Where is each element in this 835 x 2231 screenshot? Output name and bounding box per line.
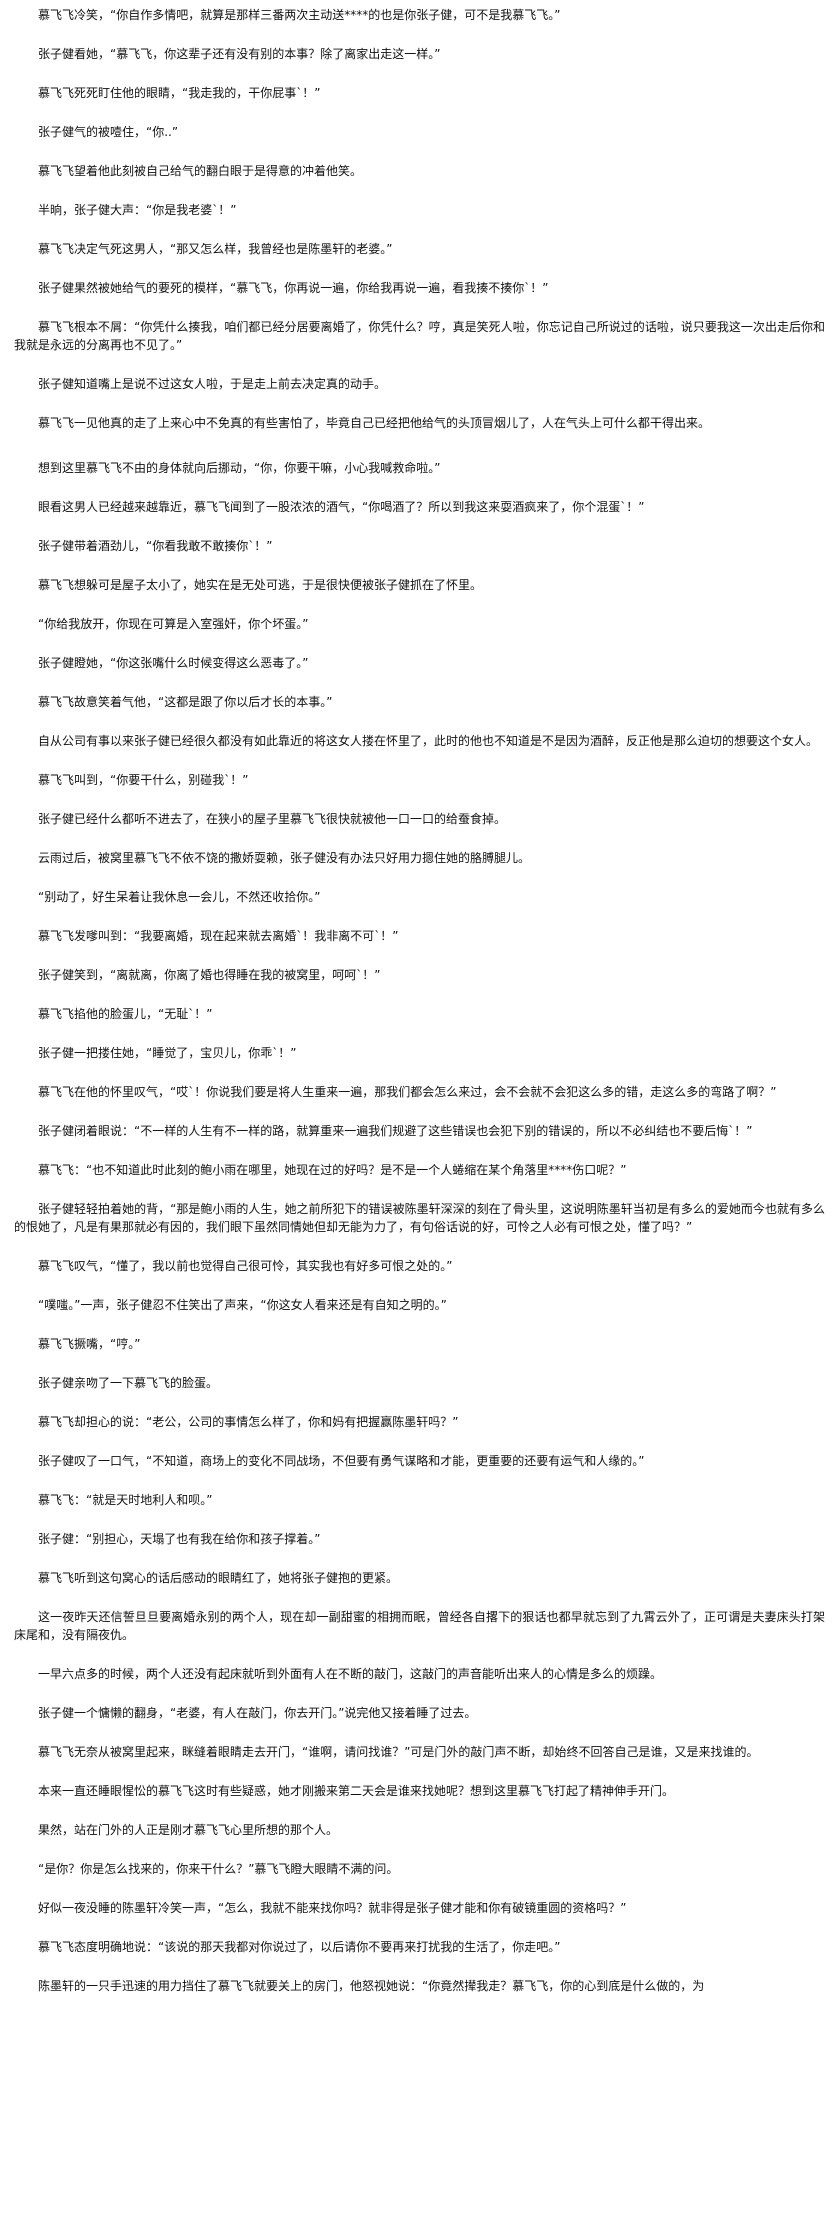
paragraph-9: 慕飞飞根本不屑：“你凭什么揍我，咱们都已经分居要离婚了，你凭什么？哼，真是笑死人… xyxy=(14,320,825,352)
paragraph-42: 一早六点多的时候，两个人还没有起床就听到外面有人在不断的敲门，这敲门的声音能听出… xyxy=(38,1667,663,1681)
paragraph-48: 好似一夜没睡的陈墨轩冷笑一声，“怎么，我就不能来找你吗？就非得是张子健才能和你有… xyxy=(38,1901,627,1915)
paragraph-33: “噗嗤。”一声，张子健忍不住笑出了声来，“你这女人看来还是有自知之明的。” xyxy=(38,1298,447,1312)
paragraph-10: 张子健知道嘴上是说不过这女人啦，于是走上前去决定真的动手。 xyxy=(38,377,387,391)
paragraph-17: 张子健瞪她，“你这张嘴什么时候变得这么恶毒了。” xyxy=(38,656,309,670)
paragraph-49: 慕飞飞态度明确地说：“该说的那天我都对你说过了，以后请你不要再来打扰我的生活了，… xyxy=(38,1940,561,1954)
paragraph-1: 慕飞飞冷笑，“你自作多情吧，就算是那样三番两次主动送****的也是你张子健，可不… xyxy=(38,8,561,22)
paragraph-2: 张子健看她，“慕飞飞，你这辈子还有没有别的本事？除了离家出走这一样。” xyxy=(38,47,441,61)
paragraph-22: 云雨过后，被窝里慕飞飞不依不饶的撒娇耍赖，张子健没有办法只好用力摁住她的胳膊腿儿… xyxy=(38,851,531,865)
paragraph-34: 慕飞飞撅嘴，“哼。” xyxy=(38,1337,141,1351)
paragraph-46: 果然，站在门外的人正是刚才慕飞飞心里所想的那个人。 xyxy=(38,1823,339,1837)
paragraph-30: 慕飞飞：“也不知道此时此刻的鲍小雨在哪里，她现在过的好吗？是不是一个人蜷缩在某个… xyxy=(38,1163,627,1177)
paragraph-43: 张子健一个慵懒的翻身，“老婆，有人在敲门，你去开门。”说完他又接着睡了过去。 xyxy=(38,1706,477,1720)
paragraph-14: 张子健带着酒劲儿，“你看我敢不敢揍你`！” xyxy=(38,539,273,553)
paragraph-13: 眼看这男人已经越来越靠近，慕飞飞闻到了一股浓浓的酒气，“你喝酒了？所以到我这来耍… xyxy=(38,500,645,514)
paragraph-32: 慕飞飞叹气，“懂了，我以前也觉得自己很可怜，其实我也有好多可恨之处的。” xyxy=(38,1259,453,1273)
paragraph-12: 想到这里慕飞飞不由的身体就向后挪动，“你，你要干嘛，小心我喊救命啦。” xyxy=(38,461,441,475)
paragraph-41: 这一夜昨天还信誓旦旦要离婚永别的两个人，现在却一副甜蜜的相拥而眠，曾经各自撂下的… xyxy=(14,1610,825,1642)
paragraph-47: “是你？你是怎么找来的，你来干什么？”慕飞飞瞪大眼睛不满的问。 xyxy=(38,1862,399,1876)
paragraph-28: 慕飞飞在他的怀里叹气，“哎`！你说我们要是将人生重来一遍，那我们都会怎么来过，会… xyxy=(38,1085,777,1099)
paragraph-44: 慕飞飞无奈从被窝里起来，眯缝着眼睛走去开门，“谁啊，请问找谁？”可是门外的敲门声… xyxy=(38,1745,759,1759)
paragraph-7: 慕飞飞决定气死这男人，“那又怎么样，我曾经也是陈墨轩的老婆。” xyxy=(38,242,393,256)
paragraph-36: 慕飞飞却担心的说：“老公，公司的事情怎么样了，你和妈有把握赢陈墨轩吗？” xyxy=(38,1415,459,1429)
paragraph-26: 慕飞飞掐他的脸蛋儿，“无耻`！” xyxy=(38,1007,213,1021)
paragraph-11: 慕飞飞一见他真的走了上来心中不免真的有些害怕了，毕竟自己已经把他给气的头顶冒烟儿… xyxy=(38,416,711,430)
paragraph-45: 本来一直还睡眼惺忪的慕飞飞这时有些疑惑，她才刚搬来第二天会是谁来找她呢？想到这里… xyxy=(38,1784,675,1798)
paragraph-3: 慕飞飞死死盯住他的眼睛，“我走我的，干你屁事`！” xyxy=(38,86,321,100)
paragraph-50: 陈墨轩的一只手迅速的用力挡住了慕飞飞就要关上的房门，他怒视她说：“你竟然撵我走？… xyxy=(38,1979,705,1993)
paragraph-16: “你给我放开，你现在可算是入室强奸，你个坏蛋。” xyxy=(38,617,309,631)
paragraph-8: 张子健果然被她给气的要死的模样，“慕飞飞，你再说一遍，你给我再说一遍，看我揍不揍… xyxy=(38,281,549,295)
paragraph-23: “别动了，好生呆着让我休息一会儿，不然还收拾你。” xyxy=(38,890,321,904)
paragraph-38: 慕飞飞：“就是天时地利人和呗。” xyxy=(38,1493,213,1507)
paragraph-39: 张子健：“别担心，天塌了也有我在给你和孩子撑着。” xyxy=(38,1532,321,1546)
paragraph-40: 慕飞飞听到这句窝心的话后感动的眼睛红了，她将张子健抱的更紧。 xyxy=(38,1571,399,1585)
paragraph-5: 慕飞飞望着他此刻被自己给气的翻白眼于是得意的冲着他笑。 xyxy=(38,164,363,178)
paragraph-31: 张子健轻轻拍着她的背，“那是鲍小雨的人生，她之前所犯下的错误被陈墨轩深深的刻在了… xyxy=(14,1202,825,1234)
paragraph-15: 慕飞飞想躲可是屋子太小了，她实在是无处可逃，于是很快便被张子健抓在了怀里。 xyxy=(38,578,483,592)
paragraph-20: 慕飞飞叫到，“你要干什么，别碰我`！” xyxy=(38,773,249,787)
paragraph-27: 张子健一把搂住她，“睡觉了，宝贝儿，你乖`！” xyxy=(38,1046,297,1060)
paragraph-25: 张子健笑到，“离就离，你离了婚也得睡在我的被窝里，呵呵`！” xyxy=(38,968,381,982)
paragraph-37: 张子健叹了一口气，“不知道，商场上的变化不同战场，不但要有勇气谋略和才能，更重要… xyxy=(38,1454,645,1468)
paragraph-4: 张子健气的被噎住，“你..” xyxy=(38,125,179,139)
paragraph-18: 慕飞飞故意笑着气他，“这都是跟了你以后才长的本事。” xyxy=(38,695,333,709)
paragraph-29: 张子健闭着眼说：“不一样的人生有不一样的路，就算重来一遍我们规避了这些错误也会犯… xyxy=(38,1124,753,1138)
paragraph-24: 慕飞飞发嗲叫到：“我要离婚，现在起来就去离婚`！我非离不可`！” xyxy=(38,929,399,943)
paragraph-21: 张子健已经什么都听不进去了，在狭小的屋子里慕飞飞很快就被他一口一口的给蚕食掉。 xyxy=(38,812,507,826)
paragraph-19: 自从公司有事以来张子健已经很久都没有如此靠近的将这女人搂在怀里了，此时的他也不知… xyxy=(38,734,819,748)
paragraph-35: 张子健亲吻了一下慕飞飞的脸蛋。 xyxy=(38,1376,219,1390)
paragraph-6: 半晌，张子健大声：“你是我老婆`！” xyxy=(38,203,237,217)
